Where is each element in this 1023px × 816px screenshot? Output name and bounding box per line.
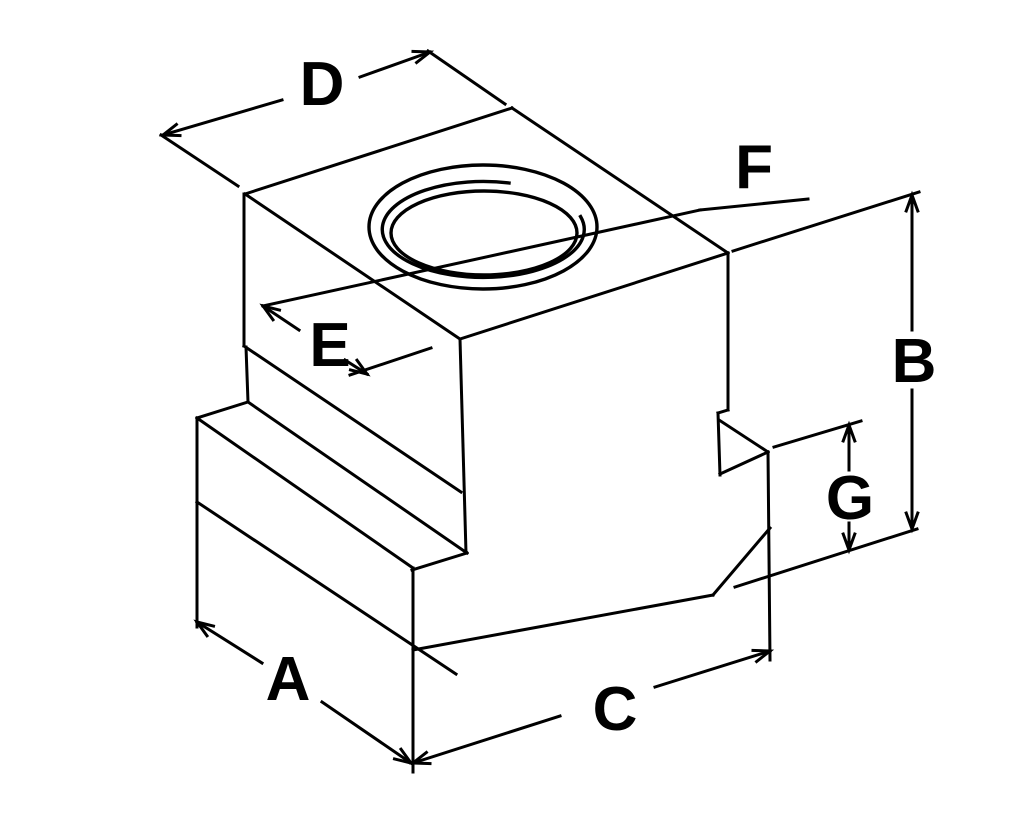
block-top-left-edge [243,106,514,196]
dim-d-line-right [358,50,432,79]
flange-top-front-corner-edge [410,551,469,572]
dim-g-extension-line-top [772,419,863,449]
dimension-d [158,48,508,189]
dim-d-line-left [161,98,284,137]
dim-b-arrowhead-top [904,190,920,213]
flange-top-front-left-edge [194,415,416,571]
neck-left-vertical-edge [244,345,250,404]
leader-f-tail [698,197,810,212]
dim-c-line-left [411,714,562,765]
part-outline [194,105,773,774]
dim-a-arrowhead-upper [193,619,216,638]
flange-bottom-left-edge [194,499,459,677]
dimension-label-a: A [266,645,311,714]
flange-corner-chamfer-edge [710,525,773,598]
dim-c-arrowhead-right [751,648,775,664]
hole-outer-ellipse [367,163,599,291]
dimension-label-b: B [892,327,937,396]
dim-b-extension-line-bottom [733,527,919,589]
flange-right-vertical-edge-and-ext [766,450,772,662]
block-top-front-left-edge [242,191,463,342]
neck-right-jog-edge [716,408,730,415]
block-bottom-front-left-edge [241,343,464,495]
leader-f-line-to-hole [261,208,702,308]
block-top-back-right-edge [509,105,731,256]
neck-right-vertical-edge [716,411,722,477]
dimension-label-e: E [309,311,350,380]
dim-g-arrowhead-top [841,420,857,443]
dim-c-line-right [653,649,772,689]
dim-d-arrowhead-left [158,122,182,138]
dim-d-extension-line-right [425,48,508,107]
block-top-front-right-edge [458,251,730,341]
dim-d-extension-line-left [158,132,241,189]
dim-b-extension-line-top [731,190,921,253]
dimension-b [731,190,921,589]
dim-g-arrowhead-bottom [841,532,857,555]
dim-e-arrowhead-lower [348,358,371,377]
dimension-labels: D E F B G A C [266,50,937,744]
dim-a-line-lower [319,699,414,766]
flange-top-right-front-edge [718,450,770,476]
flange-top-left-corner-edge [195,400,250,420]
block-front-vertical-edge [458,337,468,555]
hole-inner-ellipse [389,189,579,277]
dim-e-line-upper [260,303,302,333]
dimension-label-c: C [593,675,638,744]
dimension-label-d: D [300,50,345,119]
dim-a-line-upper [194,619,265,666]
threaded-hole [367,163,599,291]
dim-d-arrowhead-right [411,49,435,65]
dim-c-arrowhead-left [408,750,432,766]
dimension-label-f: F [735,133,773,202]
hole-thread-arc [380,179,586,280]
flange-bottom-front-edge [411,593,715,652]
dimension-c [408,648,775,766]
leader-f [261,197,810,308]
dimension-g [772,419,863,555]
dim-b-arrowhead-bottom [904,511,920,534]
flange-top-right-back-edge [716,417,771,455]
neck-bottom-front-left-edge [245,399,470,556]
dimension-label-g: G [826,464,874,533]
